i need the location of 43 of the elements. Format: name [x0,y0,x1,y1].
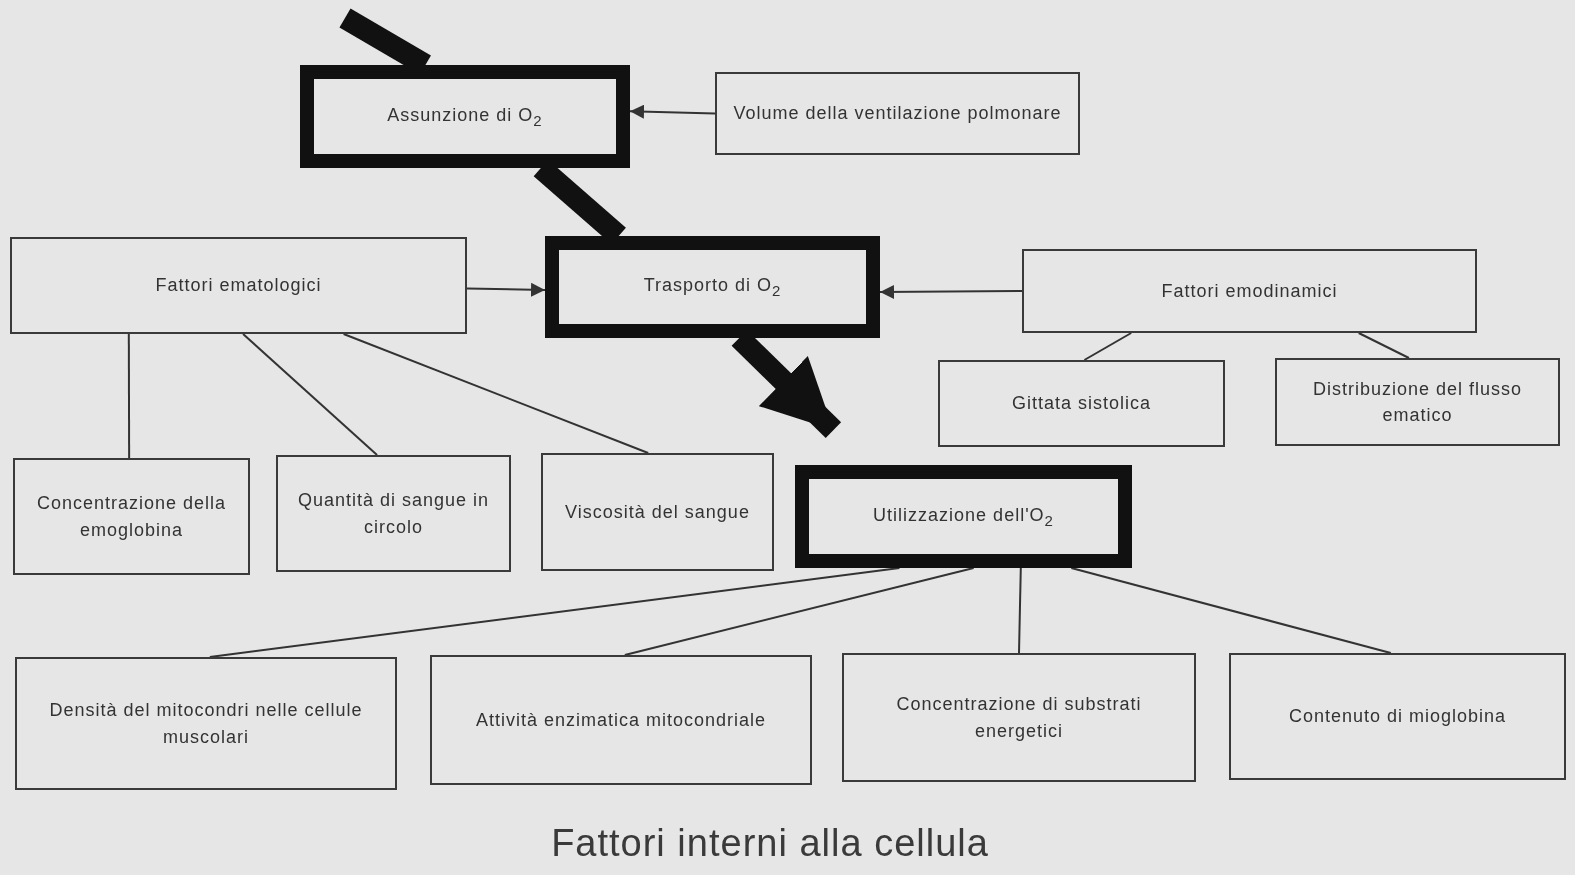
connector-line [1357,332,1410,359]
node-label: Attività enzimatica mitocondriale [474,708,768,732]
text-box [842,653,1196,782]
text-box [545,236,880,338]
node-label: Fattori ematologici [154,274,323,298]
node-label: Utilizzazione dell'O$_{2}$ [872,503,1055,531]
text-box [300,65,630,168]
node-label: Trasporto di O$_{2}$ [642,274,783,301]
text-box [430,655,812,785]
arrow [879,285,1023,299]
node-label: Concentrazione della emoglobina [35,492,228,542]
connector-line [208,567,901,658]
connector-line [1070,567,1392,654]
node-label: Densità del mitocondri nelle cellule muscolari [48,699,364,749]
text-box [1022,249,1477,333]
text-box [1275,358,1560,446]
connector-line [342,333,650,454]
text-box [715,72,1080,155]
arrow [629,104,716,119]
node-label: Fattori emodinamici [1160,279,1339,303]
node-label: Assunzione di O$_{2}$ [386,103,544,131]
arrow [466,282,546,297]
connector-line [1018,567,1022,654]
connector-line [242,333,379,456]
text-box [15,657,397,790]
text-box [938,360,1225,447]
node-label: Volume della ventilazione polmonare [732,102,1063,126]
connector-line [623,567,975,656]
node-label: Quantità di sangue in circolo [296,489,491,539]
node-label: Concentrazione di substrati energetici [895,693,1143,743]
node-label: Distribuzione del flusso ematico [1311,377,1524,427]
text-box [1229,653,1566,780]
text-box [13,458,250,575]
connector-line [1083,332,1133,361]
text-box [10,237,467,334]
text-box [541,453,774,571]
text-box [276,455,511,572]
node-label: Gittata sistolica [1010,392,1152,416]
connector-line [127,333,131,459]
caption: Fattori interni alla cellula [550,822,990,865]
node-label: Contenuto di mioglobina [1287,705,1508,729]
text-box [795,465,1132,568]
node-label: Viscosità del sangue [564,500,751,524]
